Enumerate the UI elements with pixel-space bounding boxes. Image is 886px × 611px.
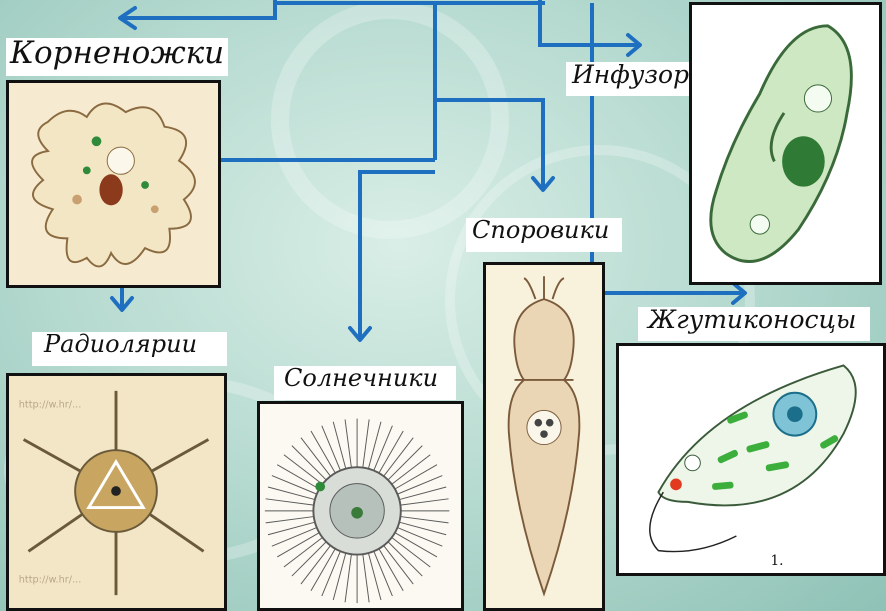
heliozoan-ray [333, 553, 346, 600]
amoeba-image [6, 80, 221, 288]
sporozoan-image [483, 262, 605, 611]
heliozoan-ray [400, 499, 448, 505]
heliozoan-ray [292, 542, 326, 576]
heliozoan-ray [388, 446, 422, 480]
heliozoan-ray [322, 551, 341, 596]
heliozoan-image [257, 401, 464, 611]
label-rad: Радиолярии [32, 332, 227, 366]
label-zhg: Жгутиконосцы [638, 307, 870, 341]
heliozoan-ray [322, 426, 341, 471]
heliozoan-ray [374, 426, 393, 471]
heliozoan-ray [345, 554, 351, 602]
heliozoan-ray [272, 528, 317, 547]
heliozoan-ray [368, 422, 381, 469]
figure-number: 1. [770, 553, 783, 569]
heliozoan-ray [363, 419, 369, 467]
radiolarian-image: http://w.hr/... http://w.hr/... [6, 373, 227, 611]
heliozoan-ray [363, 554, 369, 602]
heliozoan-ray [292, 446, 326, 480]
paramecium-image [689, 2, 882, 285]
label-korn: Корненожки [6, 38, 228, 76]
heliozoan-ray [333, 422, 346, 469]
heliozoan-ray [388, 542, 422, 576]
heliozoan-ray [268, 522, 315, 535]
heliozoan-ray [272, 476, 317, 495]
euglena-image: 1. [616, 343, 886, 576]
heliozoan-ray [374, 551, 393, 596]
sporozoan-illustration [486, 265, 602, 608]
label-spor: Споровики [466, 218, 622, 252]
euglena-illustration: 1. [619, 346, 883, 573]
heliozoan-ray [399, 487, 446, 500]
heliozoan-ray [368, 553, 381, 600]
heliozoan-ray [400, 517, 448, 523]
radiolarian-illustration: http://w.hr/... http://w.hr/... [9, 376, 224, 608]
label-soln: Солнечники [274, 366, 456, 400]
watermark-bottom: http://w.hr/... [19, 574, 82, 585]
heliozoan-ray [397, 528, 442, 547]
watermark-top: http://w.hr/... [19, 399, 82, 410]
heliozoan-ray [268, 487, 315, 500]
amoeba-illustration [9, 83, 218, 285]
heliozoan-ray [266, 517, 314, 523]
heliozoan-ray [266, 499, 314, 505]
heliozoan-ray [397, 476, 442, 495]
heliozoan-ray [399, 522, 446, 535]
heliozoan-ray [345, 419, 351, 467]
paramecium-illustration [692, 5, 879, 282]
heliozoan-illustration [260, 404, 461, 608]
